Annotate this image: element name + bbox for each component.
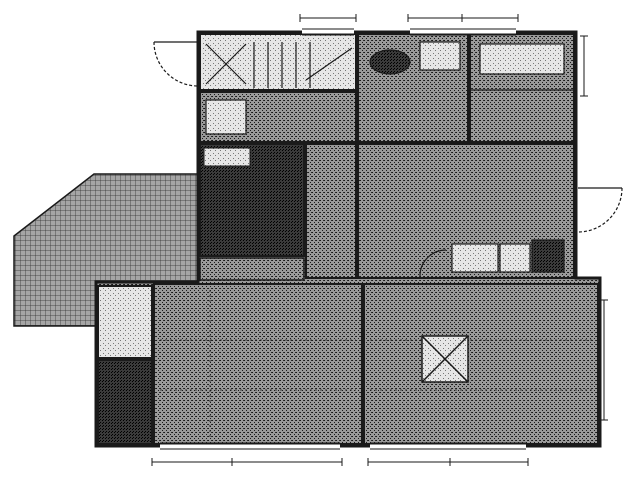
stove-icon <box>531 239 565 273</box>
kitchen-door-swing <box>419 249 447 277</box>
door-top-left-icon <box>153 41 199 87</box>
counter-icon <box>499 243 531 273</box>
bathtub-icon <box>369 49 411 75</box>
room-living-left <box>153 283 363 445</box>
room-hall-small <box>199 257 305 281</box>
room-corridor <box>305 143 357 279</box>
dimension-lines-bottom <box>151 458 529 466</box>
room-entrance <box>97 285 153 359</box>
washbasin-icon <box>205 99 247 135</box>
dimension-lines-right <box>580 35 608 421</box>
sink-icon <box>451 243 499 273</box>
window-frames <box>160 28 526 450</box>
storage-shelf <box>203 147 251 167</box>
bath-counter <box>419 41 461 71</box>
ceiling-x-mark-icon <box>421 335 469 383</box>
room-living-right <box>363 283 599 445</box>
windows <box>160 30 526 448</box>
room-stair-hall <box>199 33 357 91</box>
entrance-lower <box>97 359 153 445</box>
toilet-fixture-icon <box>479 43 565 75</box>
dimension-lines-top <box>299 14 519 22</box>
door-right-icon <box>577 187 623 233</box>
stair-treads <box>205 42 353 88</box>
